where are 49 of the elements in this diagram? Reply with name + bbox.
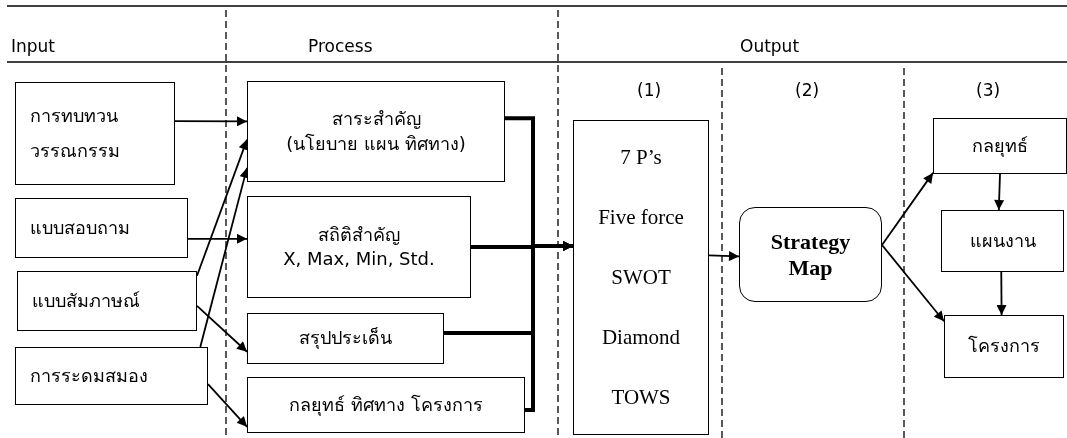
arrow <box>525 241 573 413</box>
node-text: สรุปประเด็น <box>299 326 392 351</box>
node-text: Strategy Map <box>769 229 852 280</box>
arrow <box>207 383 248 428</box>
node-text: แผนงาน <box>969 228 1036 253</box>
process-box <box>573 120 709 435</box>
node-text: การระดมสมอง <box>30 363 148 388</box>
process-box <box>247 377 525 433</box>
node-text: แบบสัมภาษณ์ <box>32 288 140 313</box>
arrow <box>196 138 249 277</box>
arrow <box>708 251 740 262</box>
process-box <box>15 347 208 405</box>
process-box <box>15 82 175 185</box>
node-text: กลยุทธ์ ทิศทาง โครงการ <box>289 392 483 418</box>
process-box <box>247 196 471 298</box>
column-number: (3) <box>976 80 1001 100</box>
process-box <box>941 210 1064 272</box>
arrow <box>994 173 1005 211</box>
arrow <box>881 172 934 246</box>
column-heading: Output <box>740 36 800 56</box>
node-text: SWOT <box>610 265 672 289</box>
node-text: Diamond <box>600 326 682 350</box>
process-box <box>247 81 505 182</box>
node-text: Five force <box>597 205 685 229</box>
node-text: โครงการ <box>968 334 1040 359</box>
process-box <box>17 271 197 331</box>
arrow <box>174 116 248 127</box>
process-box <box>933 118 1067 174</box>
node-text: (นโยบาย แผน ทิศทาง) <box>286 131 466 156</box>
node-text: สถิติสำคัญ <box>318 222 400 247</box>
process-box <box>247 313 444 364</box>
node-text: กลยุทธ์ <box>972 133 1028 159</box>
arrow <box>881 244 945 323</box>
column-number: (2) <box>795 80 820 100</box>
node-text: TOWS <box>610 386 672 410</box>
arrow <box>996 271 1007 316</box>
process-box <box>944 315 1064 378</box>
rounded-process-box <box>739 207 882 302</box>
arrow <box>187 233 248 244</box>
node-text: แบบสอบถาม <box>30 215 130 240</box>
column-heading: Process <box>308 36 373 56</box>
column-number: (1) <box>637 80 662 100</box>
column-heading: Input <box>11 36 56 56</box>
node-text: X, Max, Min, Std. <box>283 247 435 271</box>
node-text: สาระสำคัญ <box>331 107 421 132</box>
node-text: 7 P’s <box>619 145 663 169</box>
node-text: การทบทวน วรรณกรรม <box>30 104 121 163</box>
process-box <box>15 198 188 258</box>
arrow <box>196 304 248 353</box>
